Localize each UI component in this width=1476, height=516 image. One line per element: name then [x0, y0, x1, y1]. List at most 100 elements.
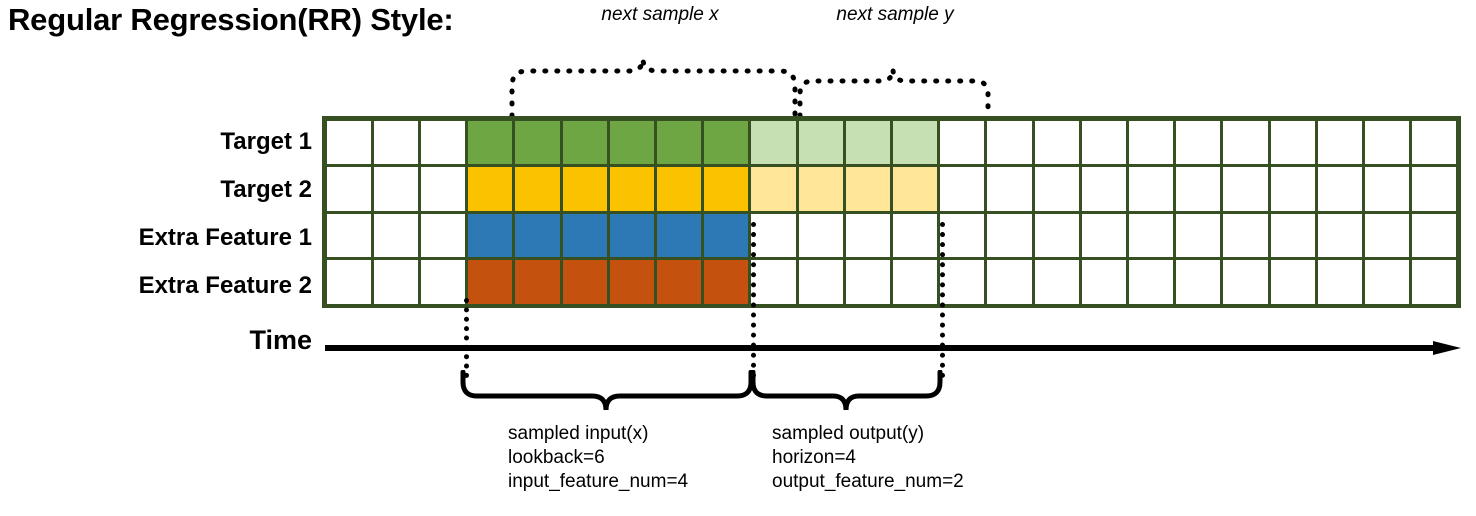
- grid-cell-input: [468, 167, 513, 211]
- grid-cell-empty: [1270, 260, 1315, 304]
- grid-cell-empty: [1223, 260, 1268, 304]
- caption-input-line-1: sampled input(x): [508, 423, 649, 444]
- grid-cell-empty: [1176, 213, 1221, 257]
- grid-cell-empty: [1081, 120, 1126, 164]
- grid-cell-empty: [1081, 260, 1126, 304]
- grid-cell-input: [515, 260, 560, 304]
- grid-cell-empty: [1317, 260, 1362, 304]
- row-label-target-1: Target 1: [220, 128, 312, 155]
- brace-next-sample-y: [797, 68, 991, 118]
- caption-output-line-1: sampled output(y): [772, 423, 925, 444]
- grid-cell-empty: [798, 260, 843, 304]
- grid-cell-input: [656, 167, 702, 211]
- grid-cell-input: [468, 213, 513, 257]
- brace-next-sample-x: [509, 58, 798, 118]
- grid-cell-empty: [987, 167, 1032, 211]
- caption-sampled-output: sampled output(y) horizon=4 output_featu…: [772, 422, 964, 494]
- grid-cell-empty: [1317, 120, 1362, 164]
- grid-cell-empty: [1270, 120, 1315, 164]
- row-label-extra-feature-1: Extra Feature 1: [138, 224, 312, 251]
- grid-cell-output: [845, 120, 890, 164]
- grid-cell-empty: [798, 213, 843, 257]
- grid-cell-empty: [1270, 167, 1315, 211]
- grid-cell-empty: [1412, 260, 1457, 304]
- page-title: Regular Regression(RR) Style:: [8, 2, 454, 37]
- grid-cell-input: [562, 120, 607, 164]
- grid-cell-empty: [1176, 260, 1221, 304]
- grid-cell-empty: [326, 213, 371, 257]
- grid-cell-empty: [326, 167, 371, 211]
- grid-cell-input: [704, 213, 749, 257]
- grid-cell-output: [798, 167, 843, 211]
- grid-cell-empty: [987, 260, 1032, 304]
- grid-cell-empty: [1364, 167, 1410, 211]
- guide-line-output-end: [940, 222, 945, 378]
- grid-cell-empty: [420, 120, 466, 164]
- grid-cell-empty: [1270, 213, 1315, 257]
- caption-output-line-2: horizon=4: [772, 447, 856, 468]
- grid-cell-empty: [845, 260, 890, 304]
- grid-cell-empty: [1128, 213, 1174, 257]
- grid-cell-empty: [1364, 213, 1410, 257]
- grid-cell-empty: [751, 260, 796, 304]
- grid-cell-empty: [1317, 167, 1362, 211]
- caption-input-line-2: lookback=6: [508, 447, 605, 468]
- grid-cell-input: [609, 120, 654, 164]
- grid-cell-output: [892, 167, 938, 211]
- grid-cell-input: [609, 260, 654, 304]
- grid-cell-empty: [373, 167, 418, 211]
- grid-cell-empty: [1128, 167, 1174, 211]
- grid-cell-empty: [892, 260, 938, 304]
- row-label-extra-feature-2: Extra Feature 2: [138, 272, 312, 299]
- grid-cell-empty: [1034, 167, 1079, 211]
- label-next-sample-x: next sample x: [601, 4, 719, 25]
- grid-cell-output: [798, 120, 843, 164]
- grid-cell-empty: [845, 213, 890, 257]
- grid-cell-input: [656, 260, 702, 304]
- grid-cell-empty: [1317, 213, 1362, 257]
- grid-cell-empty: [1034, 120, 1079, 164]
- grid-cell-empty: [1034, 260, 1079, 304]
- grid-cell-input: [656, 213, 702, 257]
- grid-cell-empty: [987, 213, 1032, 257]
- grid-cell-empty: [420, 213, 466, 257]
- time-axis-label: Time: [249, 325, 312, 355]
- grid-cell-empty: [420, 260, 466, 304]
- grid-cell-empty: [1412, 120, 1457, 164]
- grid-cell-empty: [420, 167, 466, 211]
- time-axis-arrow: [325, 341, 1461, 355]
- grid-cell-empty: [373, 213, 418, 257]
- grid-cell-empty: [940, 120, 985, 164]
- grid-cell-input: [562, 260, 607, 304]
- brace-sampled-input: [460, 370, 754, 411]
- grid-cell-empty: [751, 213, 796, 257]
- grid-cell-empty: [987, 120, 1032, 164]
- guide-line-input-start: [464, 298, 469, 378]
- caption-input-line-3: input_feature_num=4: [508, 471, 689, 492]
- grid-cell-input: [704, 167, 749, 211]
- grid-cell-input: [704, 120, 749, 164]
- grid-cell-input: [468, 260, 513, 304]
- grid-cell-empty: [1364, 120, 1410, 164]
- timeseries-grid: [322, 116, 1461, 308]
- grid-cell-output: [845, 167, 890, 211]
- grid-cell-output: [892, 120, 938, 164]
- grid-cell-empty: [1176, 167, 1221, 211]
- grid-cell-output: [751, 167, 796, 211]
- top-dotted-braces: [509, 58, 991, 118]
- grid-cell-empty: [1034, 213, 1079, 257]
- grid-cell-empty: [1412, 167, 1457, 211]
- grid-cell-input: [515, 167, 560, 211]
- grid-row: [325, 212, 1458, 259]
- grid-cell-input: [515, 213, 560, 257]
- grid-cell-empty: [1223, 167, 1268, 211]
- grid-cell-input: [656, 120, 702, 164]
- grid-cell-input: [704, 260, 749, 304]
- grid-cell-empty: [1128, 260, 1174, 304]
- grid-cell-empty: [326, 120, 371, 164]
- row-label-target-2: Target 2: [220, 176, 312, 203]
- grid-cell-empty: [940, 213, 985, 257]
- grid-row: [325, 166, 1458, 213]
- grid-cell-empty: [1223, 120, 1268, 164]
- bottom-braces: [460, 370, 943, 411]
